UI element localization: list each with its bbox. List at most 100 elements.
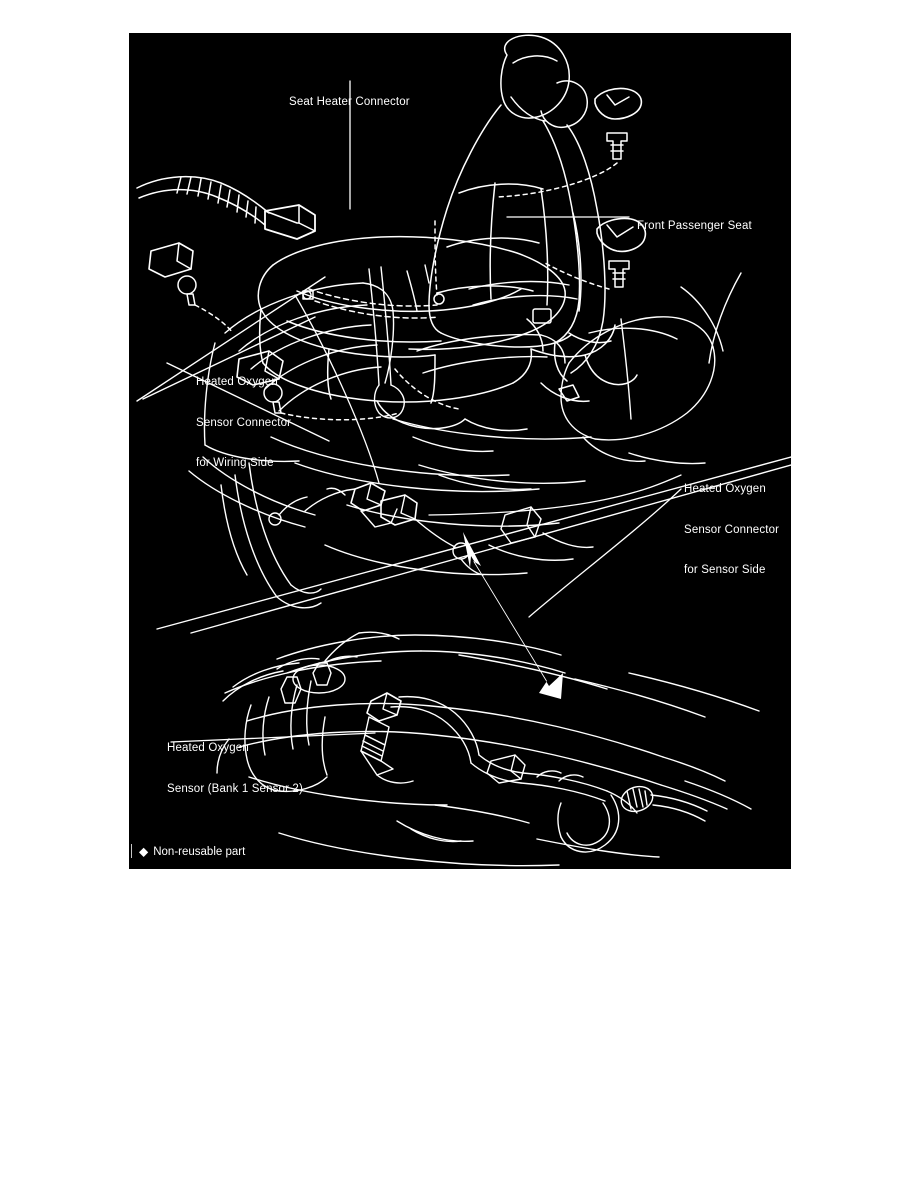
pipe-flange-bottom	[278, 776, 328, 793]
seat-heater-element-dashes	[308, 288, 440, 319]
o2-sensor-cap-edge	[382, 692, 398, 716]
seat-belt-anchor	[526, 318, 544, 352]
assembly-dashline-right-upper	[496, 162, 618, 198]
rear-panel-edge-mid	[422, 355, 548, 374]
seat-rail-right-front	[584, 354, 638, 386]
exhaust-pipe-bottom-right	[660, 784, 728, 810]
console-base-edge	[542, 532, 594, 549]
callout-line: Heated Oxygen	[167, 742, 249, 754]
underbody-edge-top-3	[420, 650, 566, 674]
seatback-bottom-edge	[440, 332, 572, 348]
harness-left-stub	[278, 496, 308, 516]
heat-shield-edge	[222, 670, 284, 702]
top-leader-lines	[349, 80, 630, 218]
seatback-center-seam	[489, 182, 496, 300]
floor-carpet-edge-4	[418, 464, 586, 484]
harness-to-connector-left	[304, 488, 356, 512]
cushion-surface-seam-2	[286, 320, 442, 343]
rear-seat-back-seam2	[250, 324, 372, 370]
underbody-edge-right-2	[628, 672, 760, 712]
harness-right-run	[650, 794, 708, 812]
ho2s-connector-wiring-side-edge	[366, 482, 382, 506]
reference-arrow	[463, 532, 563, 699]
right-upper-cap-and-bolt	[496, 87, 643, 198]
harness-clip-2	[558, 774, 584, 782]
legend-tick-mark	[131, 844, 132, 858]
floor-seam-front	[324, 544, 528, 576]
harness-to-sensor	[414, 518, 456, 548]
seat-assembly-group	[136, 34, 647, 432]
sill-inner-edge	[248, 462, 292, 586]
sill-outer-edge	[234, 474, 278, 598]
callout-ho2s-connector-wiring-side: Heated Oxygen Sensor Connector for Wirin…	[196, 349, 291, 498]
underbody-pocket-inner	[410, 828, 462, 843]
panel-background	[129, 33, 791, 869]
rear-seat-back-top	[224, 282, 364, 334]
section-line-upper-left-2	[136, 276, 326, 402]
o2-sensor-boss	[376, 774, 414, 784]
heat-shield-tab-2	[324, 655, 358, 664]
cushion-right-front-face	[512, 348, 533, 384]
pipe-collar-2	[306, 680, 312, 746]
floor-carpet-edge-2	[270, 436, 510, 477]
callout-seat-heater-connector: Seat Heater Connector	[289, 96, 410, 108]
legend-non-reusable-part: ◆ Non-reusable part	[139, 845, 245, 859]
underbody-edge-top	[276, 634, 562, 660]
seatbelt-tongue	[373, 384, 405, 419]
exhaust-hanger-stud	[312, 662, 332, 686]
sensor-harness-run-2	[470, 762, 522, 784]
harness-right-run-2	[652, 804, 706, 822]
seat-heater-harness-lower	[138, 188, 266, 226]
leader-ho2s-bank1-sensor2	[170, 732, 376, 743]
callout-line: Sensor Connector	[684, 523, 780, 536]
right-lower-cap-and-bolt	[544, 217, 647, 290]
cushion-right-top-edge	[408, 290, 566, 351]
heat-shield-tab	[276, 657, 320, 670]
sensor-harness-run-1	[478, 754, 524, 774]
rear-seat-left-edge	[203, 342, 216, 446]
harness-loop-inner	[566, 802, 610, 846]
seatback-right-edge	[542, 120, 581, 344]
seat-rail-left	[376, 400, 466, 430]
hanger-bracket-top	[358, 631, 400, 640]
legend-label: Non-reusable part	[153, 846, 246, 858]
heater-element-dashline-vertical	[434, 220, 438, 296]
pipe-flange-inner	[262, 696, 270, 756]
exhaust-sensor-scene-group	[170, 631, 760, 867]
console-block-edge	[526, 506, 536, 538]
exhaust-hanger-stud-2	[280, 676, 302, 704]
diamond-icon: ◆	[139, 844, 149, 859]
harness-corrugation-ribs	[176, 176, 257, 224]
seat-cap-left-upper-edge	[176, 242, 192, 270]
sill-trim-line	[220, 484, 248, 576]
assembly-dashline-left-upper	[194, 304, 234, 334]
leader-ho2s-sensor-side-lower	[528, 488, 682, 618]
seat-heater-harness-upper	[136, 175, 270, 214]
section-line-lower-long-2	[156, 456, 791, 630]
leader-ho2s-sensor-side-upper	[428, 474, 682, 516]
exhaust-pipe-top	[246, 702, 664, 758]
interior-floor-scene-group	[136, 264, 791, 634]
underbody-lower-edge-3	[278, 832, 560, 867]
rear-panel-right	[540, 334, 566, 364]
exhaust-pipe-joint-line	[321, 716, 328, 776]
seatbelt-upper-guide	[406, 270, 418, 312]
cushion-left-front-face	[258, 308, 264, 364]
floor-carpet-edge-5	[346, 504, 560, 527]
rear-seat-back-seam3	[264, 344, 378, 390]
callout-line: Heated Oxygen	[196, 376, 278, 388]
floor-seam-b	[412, 436, 494, 453]
harness-clamp-edge	[510, 754, 522, 780]
seat-rail-center	[464, 418, 528, 432]
harness-loop-tail	[557, 802, 562, 838]
left-lower-cap-and-bolt	[236, 350, 400, 421]
rear-seat-bottom-left	[204, 444, 300, 463]
exhaust-hanger-ring	[292, 664, 346, 694]
seat-cap-right-upper	[594, 87, 643, 120]
hanger-bracket-arm	[324, 632, 360, 662]
upper-trim-line-2	[472, 294, 578, 306]
harness-grommet-left	[268, 512, 282, 526]
section-line-upper-left	[142, 316, 316, 400]
connector-bridge	[360, 508, 398, 528]
reference-arrow-shape	[463, 532, 563, 699]
